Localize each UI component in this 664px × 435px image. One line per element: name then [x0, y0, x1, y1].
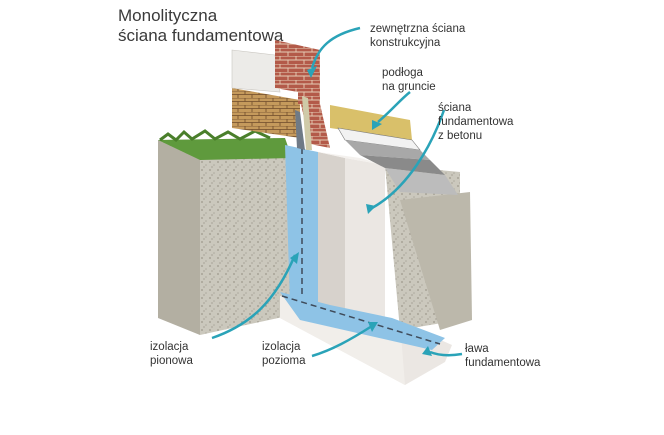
arrowhead-exterior-wall — [307, 66, 317, 78]
leader-arrowheads — [290, 66, 432, 356]
footing-concrete — [280, 292, 452, 385]
leader-lines — [211, 26, 463, 358]
leader-exterior-wall — [310, 26, 361, 69]
arrowhead-ground-floor — [372, 120, 382, 130]
diagram-title: Monolityczna ściana fundamentowa — [118, 6, 283, 46]
arrowhead-footing — [422, 346, 432, 356]
soil-block-left — [158, 129, 292, 335]
label-vertical-insulation: izolacja pionowa — [150, 341, 193, 367]
leader-foundation-wall — [371, 109, 446, 210]
label-footing: ława fundamentowa — [465, 343, 541, 369]
exterior-wall — [231, 40, 330, 150]
title-line-2: ściana fundamentowa — [118, 26, 284, 45]
label-exterior-wall: zewnętrzna ściana konstrukcyjna — [370, 23, 466, 49]
foundation-wall-concrete — [318, 152, 385, 332]
soil-block-right — [385, 165, 472, 330]
vertical-insulation-layer — [285, 145, 318, 325]
arrowhead-vertical-insulation — [290, 252, 299, 264]
leader-ground-floor — [377, 91, 411, 123]
label-horizontal-insulation: izolacja pozioma — [262, 341, 306, 367]
title-line-1: Monolityczna — [118, 6, 218, 25]
label-foundation-wall: ściana fundamentowa z betonu — [438, 102, 514, 142]
label-ground-floor: podłoga na gruncie — [382, 67, 436, 93]
leader-vertical-insulation — [211, 254, 297, 340]
ground-floor-slab — [330, 105, 458, 195]
leader-horizontal-insulation — [311, 324, 373, 358]
arrowhead-horizontal-insulation — [368, 322, 378, 332]
leader-footing — [429, 350, 463, 357]
arrowhead-foundation-wall — [366, 204, 376, 214]
